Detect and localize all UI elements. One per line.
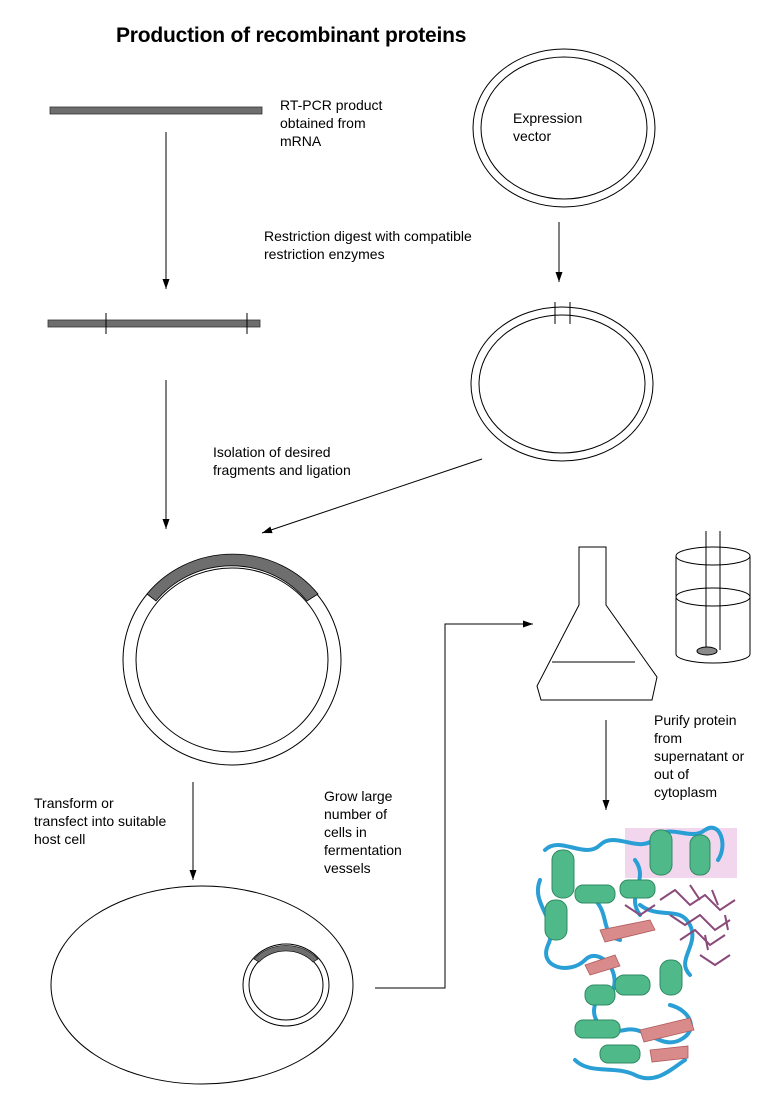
purification-vessel: [675, 531, 751, 664]
host-plasmid-insert: [253, 945, 319, 963]
expression-vector-plasmid: [472, 48, 656, 208]
label-isolation-ligation: Isolation of desired fragments and ligat…: [213, 444, 351, 478]
label-rtpcr-product: RT-PCR product obtained from mRNA: [280, 97, 383, 149]
fermentation-flask: [536, 546, 658, 701]
diagram-title: Production of recombinant proteins: [116, 24, 467, 47]
arrow-vector-to-ligation: [261, 458, 483, 534]
arrow-host-to-fermentation: [375, 620, 533, 989]
label-grow-cells: Grow large number of cells in fermentati…: [324, 788, 402, 876]
host-cell-plasmid: [242, 943, 330, 1027]
recombinant-plasmid: [122, 553, 342, 766]
digested-vector-plasmid: [470, 302, 654, 462]
label-expression-vector: Expression vector: [513, 110, 583, 144]
label-restriction-digest: Restriction digest with compatible restr…: [264, 228, 472, 262]
label-transform: Transform or transfect into suitable hos…: [34, 795, 167, 847]
rtpcr-dna-bar: [49, 106, 263, 115]
digested-dna-bar: [47, 313, 261, 334]
host-cell: [50, 885, 354, 1085]
label-purify-protein: Purify protein from supernatant or out o…: [654, 712, 745, 800]
protein-structure-image: [536, 825, 737, 1081]
inserted-gene-segment: [146, 553, 319, 602]
